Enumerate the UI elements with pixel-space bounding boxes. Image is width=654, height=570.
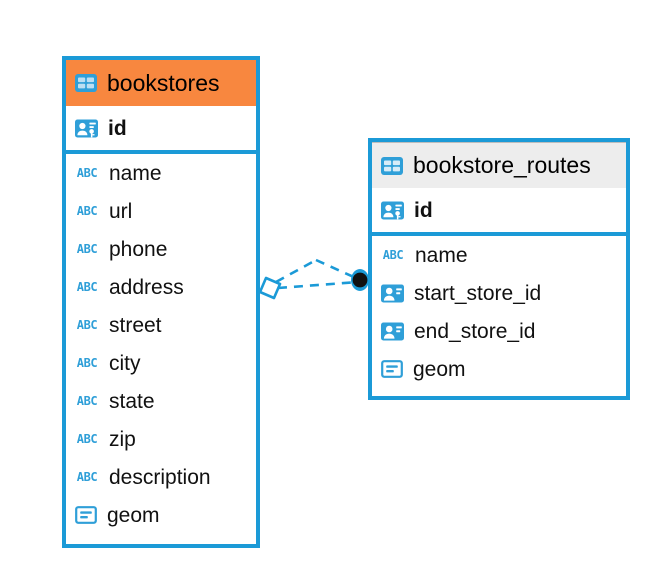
geometry-type-icon [380,357,404,381]
relationship-line-middle [277,280,359,290]
field-list-bookstores: ABC name ABC url ABC phone ABC address A… [66,154,256,534]
field-name: phone [109,237,168,261]
field-name: description [109,465,211,489]
filled-circle-marker [351,269,369,291]
entity-bookstores-header[interactable]: bookstores [66,60,256,106]
entity-bookstores[interactable]: bookstores id ABC name [62,56,260,548]
entity-bookstore-routes-header[interactable]: bookstore_routes [372,142,626,188]
text-type-icon: ABC [382,248,404,262]
field-row-geom[interactable]: geom [372,350,626,388]
field-name: url [109,199,133,223]
field-row-name[interactable]: ABC name [66,154,256,192]
field-row-zip[interactable]: ABC zip [66,420,256,458]
field-name: city [109,351,141,375]
field-name: end_store_id [414,319,536,343]
entity-title: bookstores [107,69,220,96]
rhombus-marker [258,276,282,300]
text-type-icon: ABC [76,318,98,332]
field-row-end-store-id[interactable]: end_store_id [372,312,626,350]
text-type-icon: ABC [76,242,98,256]
field-row-address[interactable]: ABC address [66,268,256,306]
field-row-city[interactable]: ABC city [66,344,256,382]
field-row-primary-key[interactable]: id [66,106,256,150]
field-name: geom [413,357,466,381]
field-row-primary-key[interactable]: id [372,188,626,232]
entity-bookstore-routes[interactable]: bookstore_routes id ABC [368,138,630,400]
geometry-type-icon [74,503,98,527]
text-type-icon: ABC [76,204,98,218]
entity-title: bookstore_routes [413,152,591,178]
text-type-icon: ABC [76,280,98,294]
field-row-state[interactable]: ABC state [66,382,256,420]
field-row-description[interactable]: ABC description [66,458,256,496]
field-row-name[interactable]: ABC name [372,236,626,274]
field-row-url[interactable]: ABC url [66,192,256,230]
primary-key-divider [372,232,626,236]
primary-key-icon [380,198,405,223]
relationship-line-upper-right [315,258,357,280]
table-icon [74,71,98,95]
field-name: geom [107,503,160,527]
text-type-icon: ABC [76,432,98,446]
relationship-connector[interactable] [250,246,380,318]
text-type-icon: ABC [76,470,98,484]
foreign-key-icon [380,281,405,306]
field-name: name [109,161,162,185]
field-name: id [414,198,433,222]
text-type-icon: ABC [76,356,98,370]
primary-key-divider [66,150,256,154]
field-list-bookstore-routes: ABC name start_store_id [372,236,626,388]
table-icon [380,154,404,178]
field-name: state [109,389,155,413]
field-row-start-store-id[interactable]: start_store_id [372,274,626,312]
field-name: id [108,116,127,140]
field-name: name [415,243,468,267]
foreign-key-icon [380,319,405,344]
relationship-line-upper-left [275,258,317,284]
field-row-geom[interactable]: geom [66,496,256,534]
field-name: zip [109,427,136,451]
field-name: start_store_id [414,281,542,305]
field-row-phone[interactable]: ABC phone [66,230,256,268]
field-row-street[interactable]: ABC street [66,306,256,344]
text-type-icon: ABC [76,166,98,180]
field-name: street [109,313,162,337]
text-type-icon: ABC [76,394,98,408]
field-name: address [109,275,184,299]
primary-key-icon [74,116,99,141]
